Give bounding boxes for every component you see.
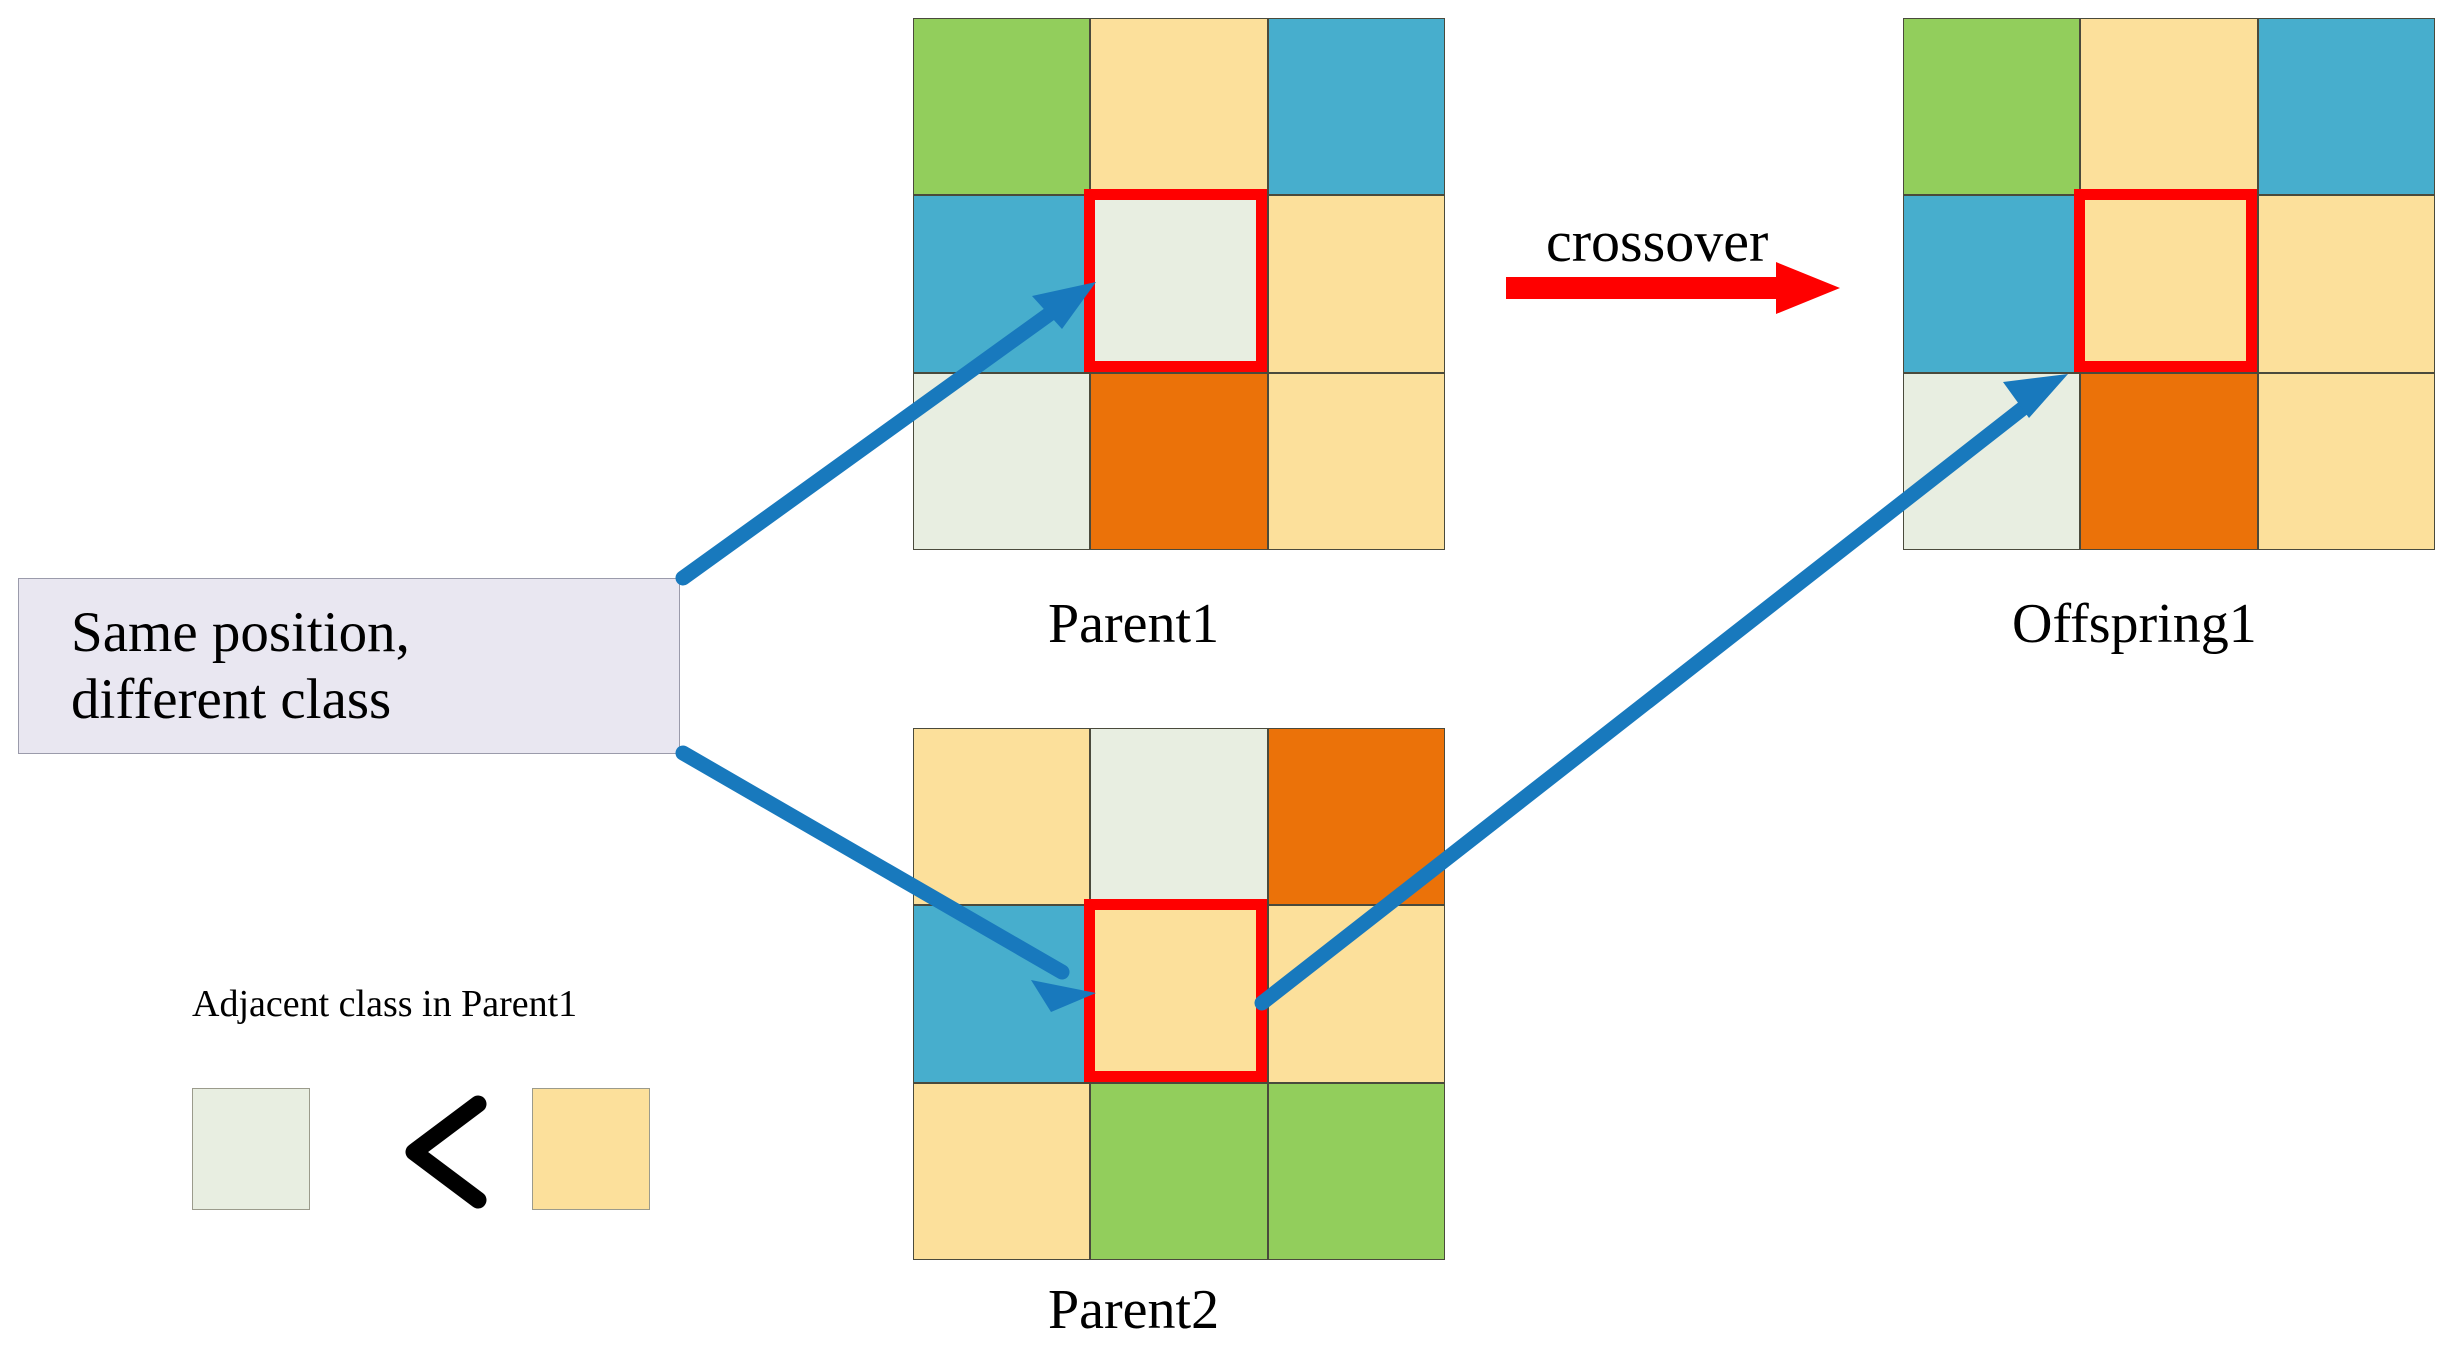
- cell-offspring1-r0-c2: [2257, 18, 2435, 196]
- cell-offspring1-r1-c2: [2257, 195, 2435, 373]
- cell-parent2-r1-c2: [1267, 905, 1445, 1083]
- caption-offspring1: Offspring1: [2012, 593, 2257, 655]
- cell-offspring1-r2-c2: [2257, 372, 2435, 550]
- less-than-icon: [392, 1094, 502, 1209]
- cell-parent1-r0-c0: [913, 18, 1091, 196]
- cell-parent1-r0-c1: [1090, 18, 1268, 196]
- cell-parent1-r2-c0: [913, 372, 1091, 550]
- callout-line-2: different class: [71, 668, 392, 731]
- cell-parent1-r2-c2: [1267, 372, 1445, 550]
- grid-parent1: [913, 18, 1445, 550]
- callout-line-1: Same position,: [71, 600, 410, 664]
- grid-offspring1: [1903, 18, 2435, 550]
- cell-parent1-r1-c0: [913, 195, 1091, 373]
- caption-parent1: Parent1: [1048, 593, 1220, 655]
- cell-offspring1-r2-c1: [2080, 372, 2258, 550]
- cell-parent2-r2-c1: [1090, 1082, 1268, 1260]
- cell-parent2-r2-c2: [1267, 1082, 1445, 1260]
- legend-swatch-higher-priority: [532, 1088, 650, 1210]
- cell-parent1-r0-c2: [1267, 18, 1445, 196]
- cell-parent1-r2-c1: [1090, 372, 1268, 550]
- cell-parent1-r1-c1: [1090, 195, 1268, 373]
- cell-offspring1-r1-c1: [2080, 195, 2258, 373]
- cell-offspring1-r0-c0: [1903, 18, 2081, 196]
- callout-same-position-different-class: Same position, different class: [18, 578, 680, 754]
- cell-offspring1-r2-c0: [1903, 372, 2081, 550]
- cell-parent2-r0-c1: [1090, 728, 1268, 906]
- cell-offspring1-r0-c1: [2080, 18, 2258, 196]
- caption-parent2: Parent2: [1048, 1279, 1220, 1341]
- cell-parent2-r0-c2: [1267, 728, 1445, 906]
- legend-swatch-lower-priority: [192, 1088, 310, 1210]
- cell-parent2-r1-c1: [1090, 905, 1268, 1083]
- crossover-label: crossover: [1546, 209, 1769, 274]
- cell-parent2-r2-c0: [913, 1082, 1091, 1260]
- grid-parent2: [913, 728, 1445, 1260]
- cell-parent2-r0-c0: [913, 728, 1091, 906]
- legend-title: Adjacent class in Parent1: [192, 983, 578, 1025]
- cell-parent2-r1-c0: [913, 905, 1091, 1083]
- cell-parent1-r1-c2: [1267, 195, 1445, 373]
- cell-offspring1-r1-c0: [1903, 195, 2081, 373]
